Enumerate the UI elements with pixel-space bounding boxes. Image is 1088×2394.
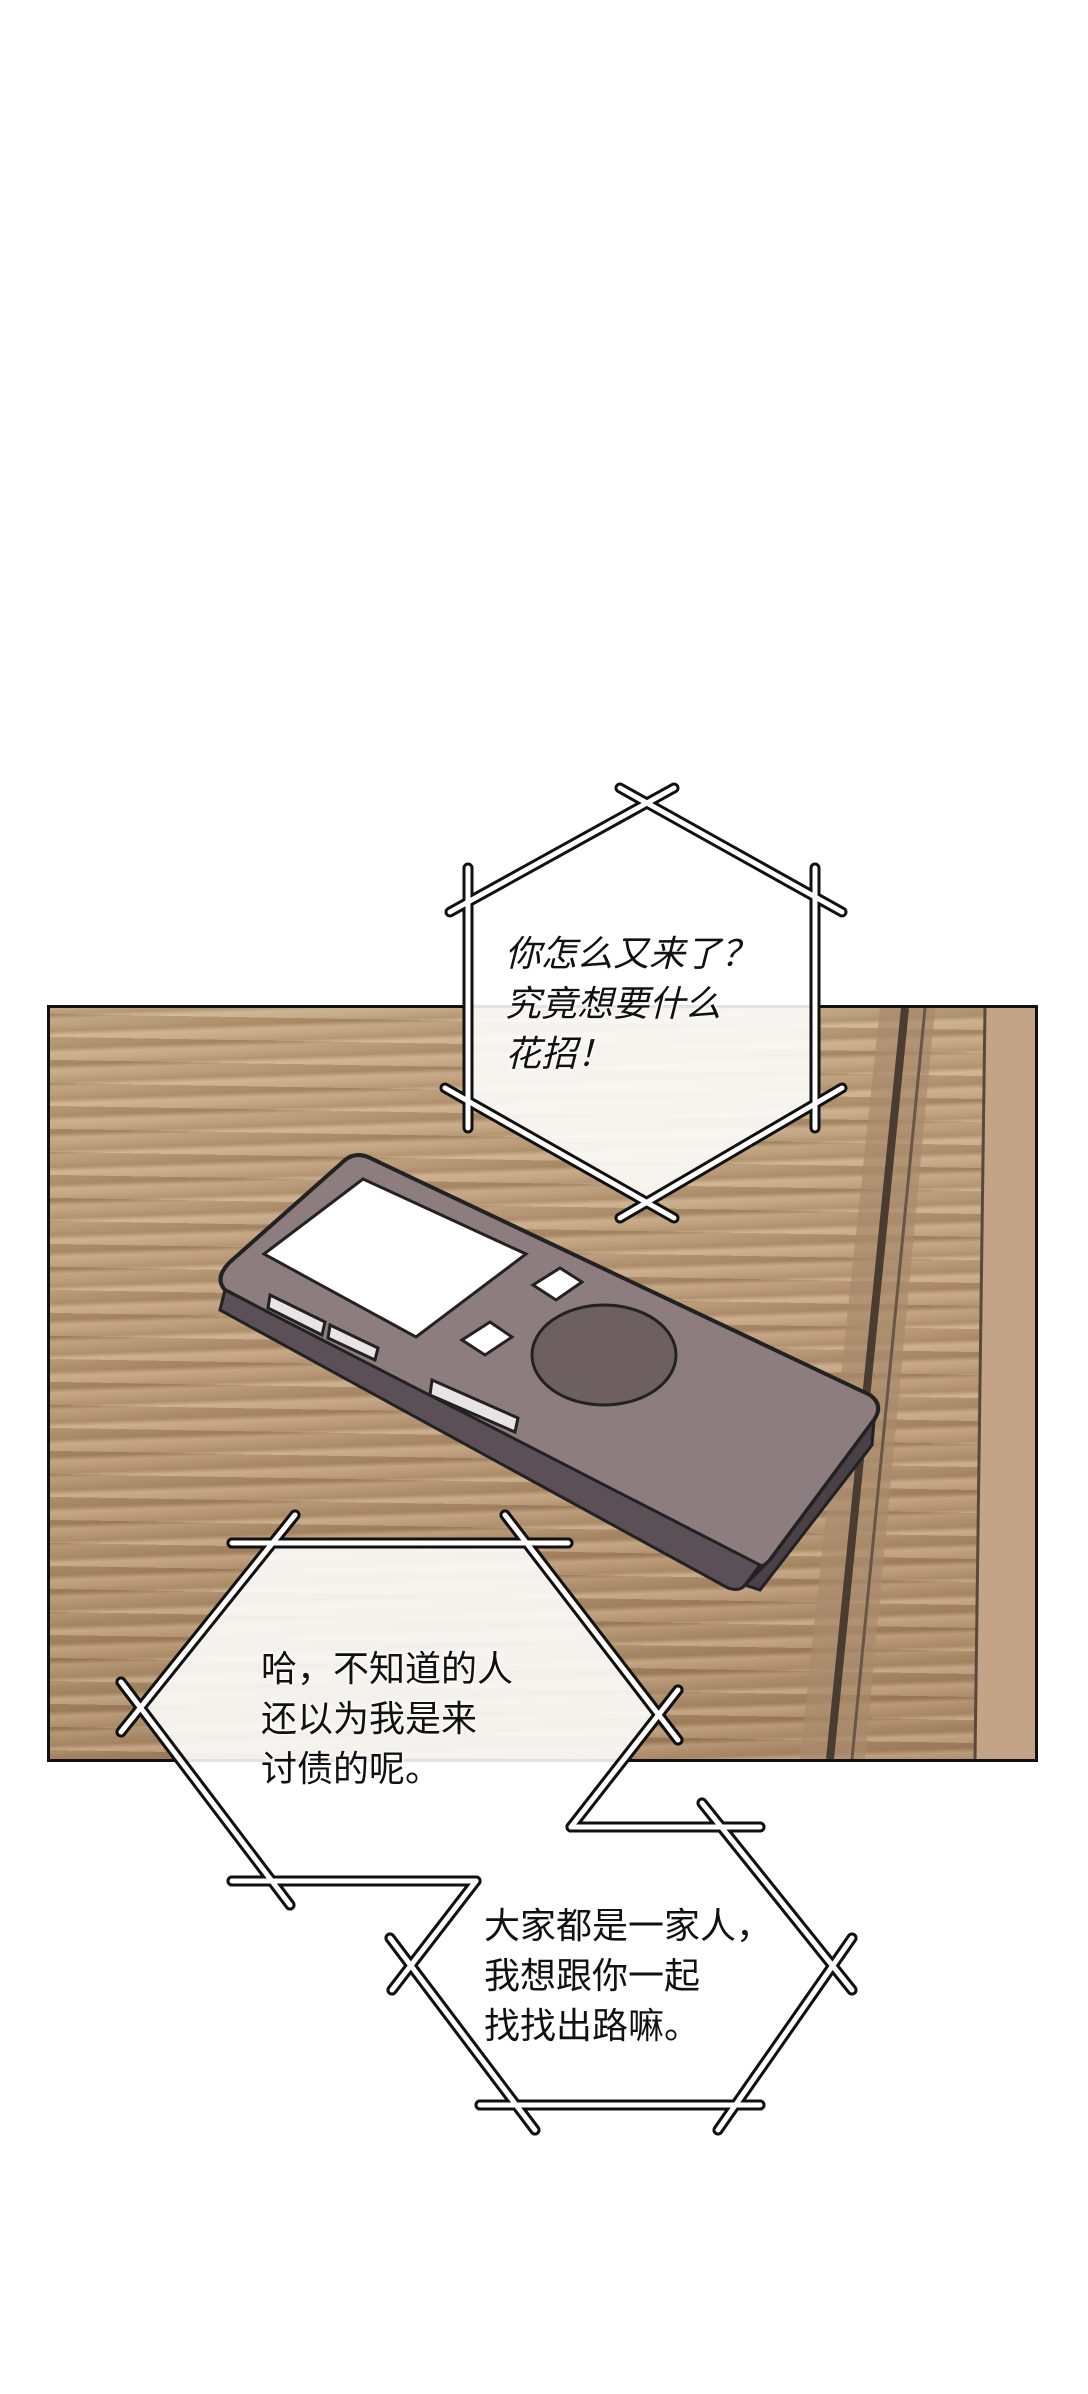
bubble-1-line-2: 究竟想要什么 xyxy=(505,984,722,1025)
bubble-2-line-1: 哈，不知道的人 xyxy=(261,1649,514,1690)
bubble-2-text: 哈，不知道的人还以为我是来讨债的呢。 xyxy=(261,1645,513,1795)
bubble-1-line-3: 花招！ xyxy=(505,1034,614,1075)
bubble-2-line-2: 还以为我是来 xyxy=(261,1699,478,1740)
bubble-1-line-1: 你怎么又来了？ xyxy=(505,934,758,975)
speech-bubble-1 xyxy=(439,782,848,1224)
recorder-dial xyxy=(530,1303,678,1407)
bubble-2-line-3: 讨债的呢。 xyxy=(261,1749,442,1790)
bubble-1-text: 你怎么又来了？ 究竟想要什么花招！ xyxy=(505,930,757,1080)
bubble-3-line-3: 找找出路嘛。 xyxy=(484,2006,701,2047)
bubble-outline-inner xyxy=(118,1512,855,2133)
recorder-screen xyxy=(261,1177,529,1339)
desk-edge xyxy=(800,1007,1035,1760)
bubble-3-line-2: 我想跟你一起 xyxy=(484,1956,701,1997)
bubble-3-line-1: 大家都是一家人， xyxy=(484,1906,773,1947)
voice-recorder xyxy=(218,1153,881,1592)
bubble-3-text: 大家都是一家人， 我想跟你一起找找出路嘛。 xyxy=(484,1902,772,2052)
